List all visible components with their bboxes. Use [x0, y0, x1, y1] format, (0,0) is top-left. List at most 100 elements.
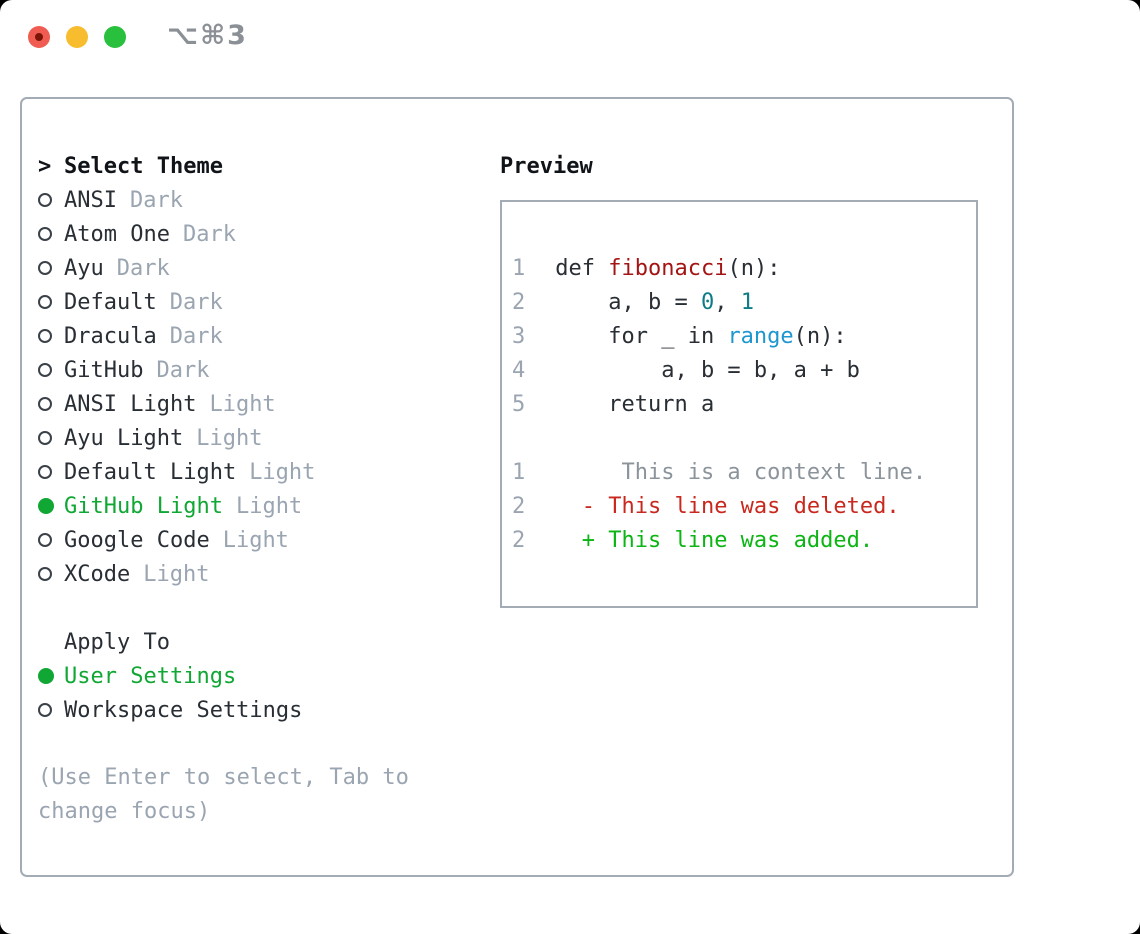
code-segment: 1	[740, 289, 754, 315]
radio-icon	[38, 668, 54, 684]
theme-variant: Dark	[169, 323, 223, 349]
theme-option-dracula[interactable]: Dracula Dark	[38, 319, 488, 353]
code-segment: def	[555, 255, 609, 281]
radio-icon	[38, 498, 54, 514]
theme-name: Default	[64, 289, 157, 315]
radio-marker	[38, 533, 64, 547]
theme-name: ANSI Light	[64, 391, 197, 417]
code-segment: a, b = b, a + b	[555, 357, 860, 383]
select-theme-title: Select Theme	[64, 153, 223, 179]
theme-option-xcode[interactable]: XCode Light	[38, 557, 488, 591]
radio-marker	[38, 261, 64, 275]
apply-to-title: Apply To	[64, 629, 170, 655]
code-segment: 0	[700, 289, 715, 315]
apply-option-workspace-settings[interactable]: Workspace Settings	[38, 693, 488, 727]
preview-title: Preview	[500, 153, 593, 179]
code-segment: (n):	[727, 255, 781, 281]
spacer	[38, 591, 488, 625]
radio-icon	[38, 465, 52, 479]
line-number: 2	[512, 493, 526, 519]
apply-option-label: Workspace Settings	[64, 697, 303, 723]
code-segment: a, b =	[555, 289, 701, 315]
radio-icon	[38, 329, 52, 343]
radio-icon	[38, 431, 52, 445]
keyboard-hint: (Use Enter to select, Tab to change focu…	[38, 765, 409, 824]
radio-marker	[38, 227, 64, 241]
zoom-button[interactable]	[104, 26, 126, 48]
line-number: 4	[512, 357, 526, 383]
theme-variant: Light	[249, 459, 316, 485]
radio-marker	[38, 498, 64, 514]
minimize-button[interactable]	[66, 26, 88, 48]
theme-name: GitHub	[64, 357, 144, 383]
line-number: 2	[512, 527, 526, 553]
theme-name: Ayu Light	[64, 425, 184, 451]
theme-name: Atom One	[64, 221, 170, 247]
apply-option-user-settings[interactable]: User Settings	[38, 659, 488, 693]
radio-icon	[38, 295, 52, 309]
theme-name: Default Light	[64, 459, 237, 485]
code-segment: (n):	[793, 323, 847, 349]
window-title: ⌥⌘3	[167, 20, 248, 51]
radio-marker	[38, 703, 64, 717]
code-segment: fibonacci	[608, 255, 728, 281]
preview-line: 2 a, b = 0, 1	[512, 285, 970, 319]
theme-name: Ayu	[64, 255, 104, 281]
radio-marker	[38, 397, 64, 411]
radio-marker	[38, 465, 64, 479]
radio-marker	[38, 431, 64, 445]
radio-icon	[38, 363, 52, 377]
code-segment: for _ in	[555, 323, 728, 349]
preview-line	[512, 421, 970, 455]
preview-line: 2 - This line was deleted.	[512, 489, 970, 523]
radio-marker	[38, 329, 64, 343]
spacer	[38, 727, 488, 761]
line-number: 2	[512, 289, 526, 315]
line-number: 1	[512, 459, 526, 485]
theme-name: Dracula	[64, 323, 157, 349]
theme-variant: Dark	[129, 187, 183, 213]
theme-name: XCode	[64, 561, 131, 587]
code-segment: This is a context line.	[555, 459, 927, 485]
line-number: 5	[512, 391, 526, 417]
theme-variant: Dark	[116, 255, 170, 281]
theme-variant: Dark	[169, 289, 223, 315]
theme-variant: Light	[143, 561, 210, 587]
cursor-prefix-glyph: >	[38, 153, 52, 179]
theme-name: GitHub Light	[64, 493, 223, 519]
apply-to-header: Apply To	[38, 625, 488, 659]
code-segment: ,	[714, 289, 741, 315]
theme-option-default[interactable]: Default Dark	[38, 285, 488, 319]
line-number: 3	[512, 323, 526, 349]
radio-icon	[38, 227, 52, 241]
code-segment: range	[727, 323, 794, 349]
preview-line: 1 def fibonacci(n):	[512, 251, 970, 285]
close-button[interactable]	[28, 26, 50, 48]
radio-marker	[38, 567, 64, 581]
radio-icon	[38, 567, 52, 581]
theme-option-ayu[interactable]: Ayu Dark	[38, 251, 488, 285]
title-bar: ⌥⌘3	[0, 0, 1140, 74]
preview-line: 4 a, b = b, a + b	[512, 353, 970, 387]
preview-line: 3 for _ in range(n):	[512, 319, 970, 353]
theme-option-default-light[interactable]: Default Light Light	[38, 455, 488, 489]
radio-marker	[38, 193, 64, 207]
apply-option-label: User Settings	[64, 663, 237, 689]
line-number: 1	[512, 255, 526, 281]
radio-marker	[38, 363, 64, 377]
theme-name: Google Code	[64, 527, 210, 553]
select-theme-header: > Select Theme	[38, 149, 488, 183]
